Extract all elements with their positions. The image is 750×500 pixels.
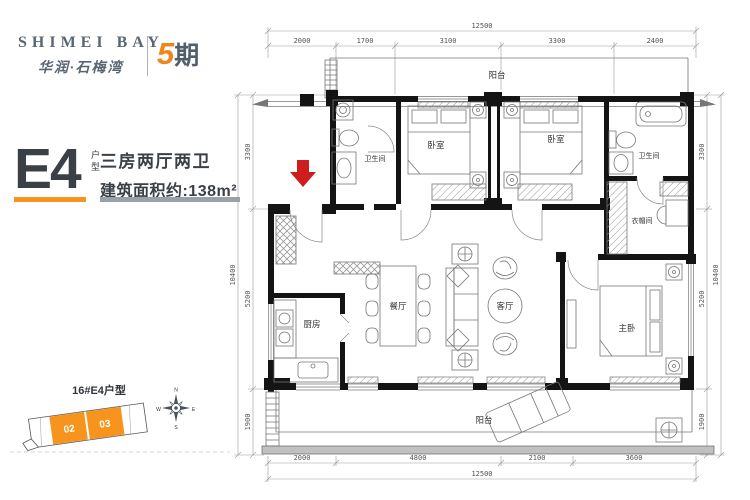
dim-right-3: 1900 [698, 414, 706, 431]
windows [268, 96, 694, 391]
compass-s: S [174, 425, 178, 431]
compass-w: W [156, 407, 161, 413]
locator-title: 16#E4户型 [72, 383, 126, 397]
washer [332, 99, 354, 121]
dim-right-1: 3300 [698, 144, 706, 161]
planter [655, 417, 683, 443]
unit-description: 三房两厅两卫 建筑面积约:138m² [100, 147, 237, 201]
furniture [273, 99, 689, 443]
dim-top-3: 3100 [440, 37, 457, 45]
dim-right-total: 10400 [712, 264, 720, 285]
dim-left-2: 5200 [244, 291, 252, 308]
dimension-lines [234, 27, 725, 483]
sofa [445, 264, 479, 352]
gray-underline [100, 197, 240, 202]
phase-suffix: 期 [174, 42, 200, 70]
kitchen-counter [273, 299, 339, 383]
compass-rose: N E S W [156, 388, 196, 432]
dim-right-2: 5200 [698, 291, 706, 308]
dim-top-total: 12500 [471, 22, 492, 30]
dim-bottom-1: 2000 [294, 454, 311, 462]
locator-unit-03 [85, 406, 125, 440]
lounge-chair [485, 381, 571, 443]
dim-top-1: 2000 [294, 37, 311, 45]
room-label-bedroom-b: 卧室 [547, 134, 565, 144]
dim-left-total: 10400 [229, 264, 237, 285]
toilet-right [608, 130, 636, 149]
dining-set [365, 265, 431, 347]
locator-unit-02 [49, 411, 88, 445]
locator-unit-03-label: 03 [99, 418, 112, 431]
coffee-table [487, 288, 523, 324]
wardrobe-b [517, 183, 573, 201]
bed-a [407, 105, 471, 175]
nightstand [469, 101, 487, 189]
dim-top-5: 2400 [647, 37, 664, 45]
locator-unit-02-label: 02 [63, 423, 76, 436]
dim-bottom-4: 3600 [626, 454, 643, 462]
room-label-balcony-bottom: 阳台 [475, 415, 492, 425]
door-arcs [289, 125, 664, 343]
room-label-balcony-top: 阳台 [488, 70, 505, 80]
compass-n: N [174, 388, 178, 394]
armchair [492, 256, 518, 356]
entrance-arrow [290, 160, 316, 187]
phase-number: 5 [157, 36, 175, 71]
dim-bottom-2: 4800 [410, 454, 427, 462]
sink-left [331, 151, 357, 185]
brand-name-cn: 华润·石梅湾 [38, 61, 124, 76]
master-bed [599, 285, 663, 357]
cloak-shelf [659, 181, 689, 197]
room-label-living: 客厅 [496, 301, 514, 311]
room-label-master-bedroom: 主卧 [618, 323, 636, 333]
dim-top-2: 1700 [357, 37, 374, 45]
unit-area-text: 建筑面积约:138m² [100, 183, 238, 200]
wardrobe-a [431, 183, 487, 201]
compass-e: E [192, 407, 196, 413]
sideboard [333, 261, 381, 275]
dim-bottom-3: 2100 [529, 454, 546, 462]
accent-underline [14, 197, 86, 202]
entry-cabinet [275, 215, 297, 265]
bathtub [635, 101, 687, 127]
cloak-wardrobe [606, 181, 628, 255]
locator-building: 02 03 [22, 402, 148, 452]
dim-left-3: 1900 [244, 414, 252, 431]
phase-badge: 5期 [157, 36, 199, 72]
dim-left-1: 3300 [244, 144, 252, 161]
brand-divider [147, 36, 148, 76]
room-label-dining: 餐厅 [389, 301, 407, 311]
nightstand [503, 101, 521, 189]
unit-code: E4 [14, 137, 82, 201]
tv-bench [566, 299, 577, 349]
unit-code-suffix: 户型 [90, 150, 100, 174]
unit-rooms-text: 三房两厅两卫 [100, 152, 211, 171]
dim-bottom-total: 12500 [471, 470, 492, 478]
room-label-kitchen: 厨房 [303, 319, 320, 329]
balcony-bottom [261, 390, 715, 455]
room-label-cloakroom: 衣帽间 [632, 216, 653, 225]
room-label-bedroom-a: 卧室 [427, 140, 445, 150]
walls [264, 90, 696, 392]
toilet-left [331, 128, 359, 147]
room-label-bath-left: 卫生间 [365, 154, 386, 163]
balcony-top [324, 57, 689, 99]
dresser-stool [656, 199, 689, 227]
sink-right [608, 151, 634, 175]
plant-box [451, 243, 479, 371]
brand-name-en: SHIMEI BAY [18, 34, 164, 51]
dim-top-4: 3300 [549, 37, 566, 45]
bed-b [519, 105, 583, 175]
nightstand [665, 263, 683, 375]
room-label-bath-right: 卫生间 [639, 151, 660, 160]
